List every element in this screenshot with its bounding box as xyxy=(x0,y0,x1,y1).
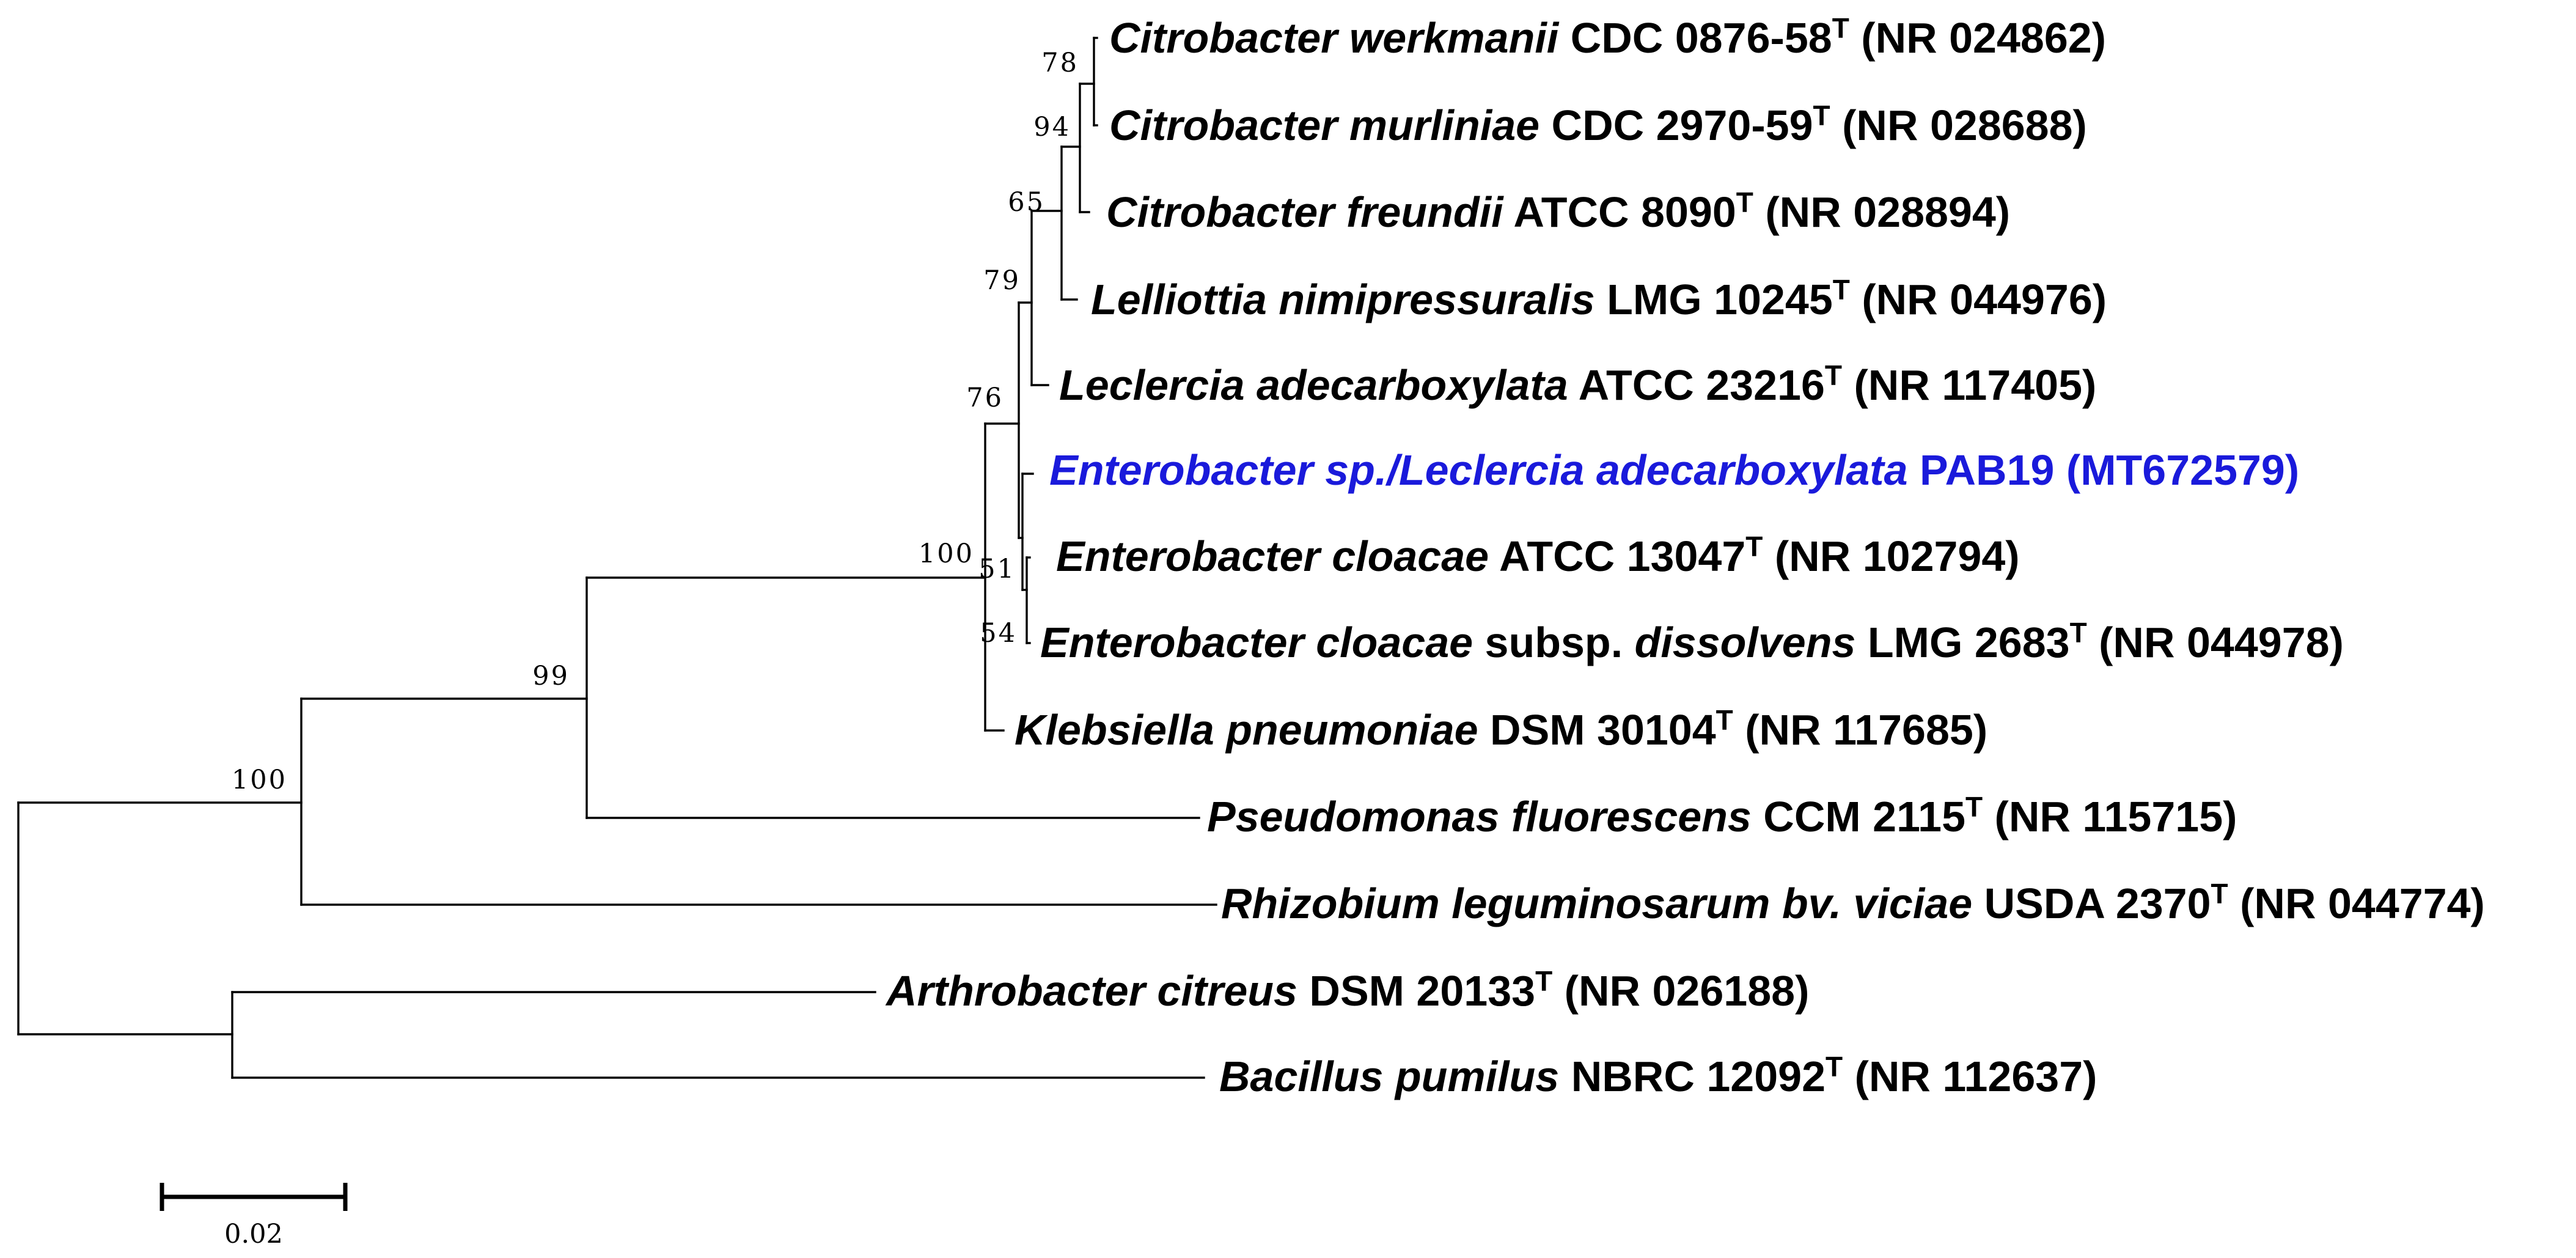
taxon-label-enterobacter-cloacae-dissolvens: Enterobacter cloacae subsp. dissolvens L… xyxy=(1040,617,2344,666)
bootstrap-label: 78 xyxy=(1041,48,1079,78)
bootstrap-label: 76 xyxy=(966,383,1004,413)
bootstrap-label: 51 xyxy=(978,554,1016,584)
scale-bar: 0.02 xyxy=(160,1183,348,1249)
scale-bar-line xyxy=(160,1183,348,1211)
taxon-label-enterobacter-cloacae: Enterobacter cloacae ATCC 13047T (NR 102… xyxy=(1056,531,2020,580)
taxon-label-rhizobium-leguminosarum: Rhizobium leguminosarum bv. viciae USDA … xyxy=(1221,878,2485,927)
taxon-label-citrobacter-freundii: Citrobacter freundii ATCC 8090T (NR 0288… xyxy=(1106,186,2010,236)
bootstrap-label: 65 xyxy=(1008,187,1045,218)
taxon-label-klebsiella-pneumoniae: Klebsiella pneumoniae DSM 30104T (NR 117… xyxy=(1015,704,1987,754)
taxon-label-citrobacter-murliniae: Citrobacter murliniae CDC 2970-59T (NR 0… xyxy=(1109,100,2087,149)
taxon-label-citrobacter-werkmanii: Citrobacter werkmanii CDC 0876-58T (NR 0… xyxy=(1109,12,2106,62)
taxon-label-pseudomonas-fluorescens: Pseudomonas fluorescens CCM 2115T (NR 11… xyxy=(1207,791,2237,841)
bootstrap-label: 99 xyxy=(532,661,570,691)
bootstrap-label: 94 xyxy=(1033,112,1071,142)
bootstrap-label: 79 xyxy=(983,265,1021,296)
bootstrap-label: 100 xyxy=(919,539,974,569)
taxon-label-bacillus-pumilus: Bacillus pumilus NBRC 12092T (NR 112637) xyxy=(1219,1051,2097,1100)
tree-branches xyxy=(17,37,1217,1079)
bootstrap-labels: 78 94 65 79 76 100 51 54 99 100 xyxy=(232,48,1079,795)
bootstrap-label: 54 xyxy=(980,618,1017,649)
bootstrap-label: 100 xyxy=(232,765,287,795)
taxon-label-leclercia-adecarboxylata: Leclercia adecarboxylata ATCC 23216T (NR… xyxy=(1059,359,2096,409)
taxon-label-arthrobacter-citreus: Arthrobacter citreus DSM 20133T (NR 0261… xyxy=(885,965,1809,1015)
taxon-label-pab19-query: Enterobacter sp./Leclercia adecarboxylat… xyxy=(1049,446,2299,494)
taxon-label-lelliottia-nimipressuralis: Lelliottia nimipressuralis LMG 10245T (N… xyxy=(1091,274,2107,323)
taxon-labels: Citrobacter werkmanii CDC 0876-58T (NR 0… xyxy=(885,12,2485,1100)
scale-bar-label: 0.02 xyxy=(224,1219,283,1249)
